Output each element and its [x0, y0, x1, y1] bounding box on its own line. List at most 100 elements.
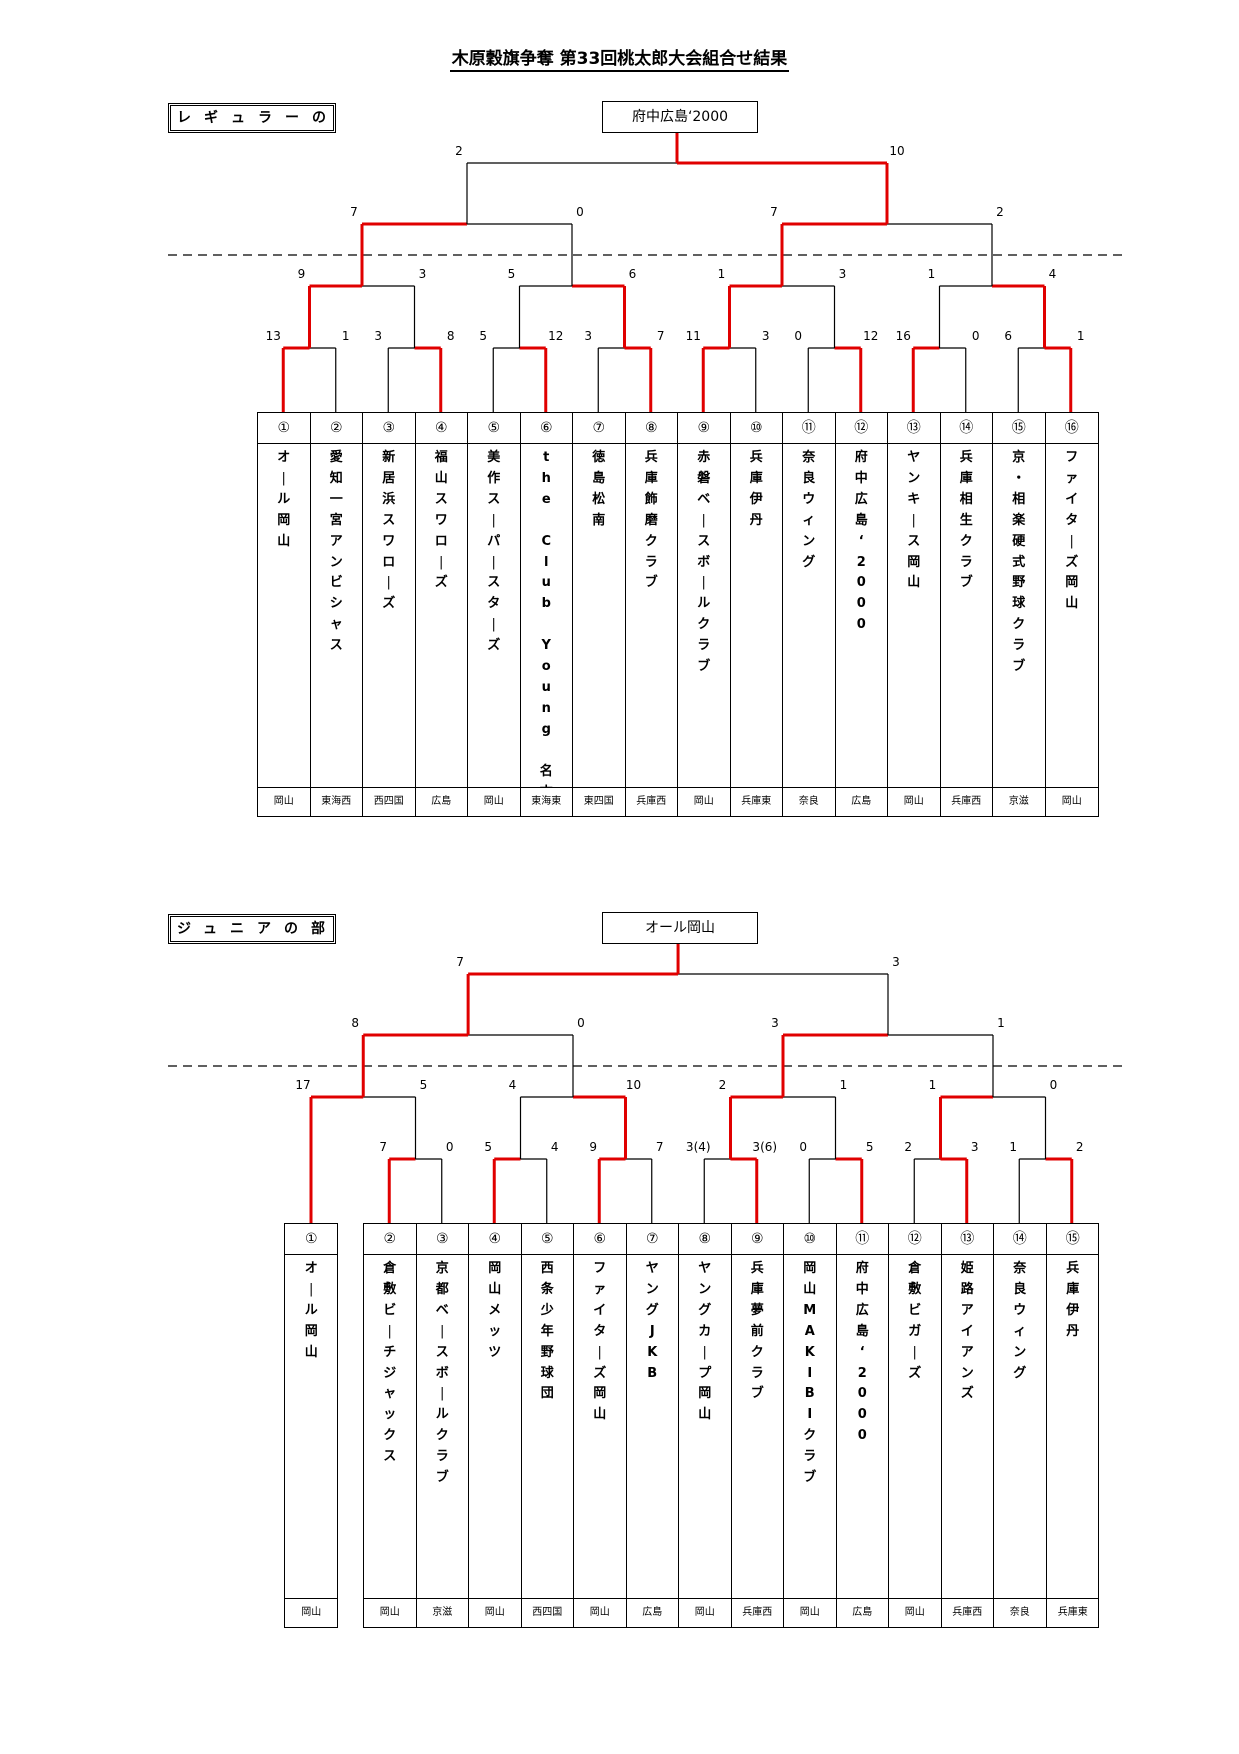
match-score: 10: [889, 144, 905, 158]
match-score: 4: [550, 1140, 559, 1154]
match-score: 2: [455, 144, 463, 158]
team-region: 岡山: [468, 787, 520, 816]
team-name: 西条少年野球団: [540, 1261, 554, 1402]
team-name: 岡山メッツ: [488, 1261, 502, 1360]
team-region: 岡山: [258, 787, 310, 816]
match-score: 3: [771, 1016, 779, 1030]
team-region: 東四国: [573, 787, 625, 816]
match-score: 1: [717, 267, 726, 281]
team-region: 西四国: [521, 1598, 573, 1627]
match-score: 6: [1004, 329, 1013, 343]
team-name: 倉敷ビ|チジャックス: [383, 1261, 397, 1465]
team-name: ファイタ|ズ岡山: [1065, 450, 1079, 612]
team-seed-number: ⑥: [520, 413, 572, 444]
team-column: ② 愛知一宮アンビシャス東海西: [310, 413, 363, 816]
team-seed-number: ②: [310, 413, 362, 444]
team-name: 姫路アイアンズ: [960, 1261, 974, 1402]
team-seed-number: ⑨: [678, 413, 730, 444]
match-score: 5: [865, 1140, 874, 1154]
team-column: ⑦ 徳島松南東四国: [573, 413, 626, 816]
division-label: ジュニアの部: [168, 914, 336, 944]
match-score: 5: [484, 1140, 493, 1154]
team-seed-number: ③: [416, 1224, 468, 1255]
team-region: 岡山: [285, 1598, 338, 1627]
match-score: 3: [892, 955, 900, 969]
match-score: 1: [1076, 329, 1085, 343]
match-score: 3: [970, 1140, 979, 1154]
team-region: 奈良: [994, 1598, 1046, 1627]
match-score: 1: [928, 1078, 937, 1092]
team-name: 兵庫伊丹: [1066, 1261, 1080, 1339]
team-seed-number: ⑩: [784, 1224, 836, 1255]
match-score: 0: [799, 1140, 808, 1154]
team-name: 赤磐ベ|スボ|ルクラブ: [697, 450, 711, 675]
team-name: ヤングカ|プ岡山: [698, 1261, 712, 1423]
bracket-lines: [168, 133, 1128, 412]
team-region: 広島: [415, 787, 467, 816]
team-region: 岡山: [679, 1598, 731, 1627]
team-seed-number: ⑥: [574, 1224, 626, 1255]
team-seed-number: ④: [415, 413, 467, 444]
match-score: 17: [295, 1078, 311, 1092]
team-region: 岡山: [888, 787, 940, 816]
match-score: 0: [576, 205, 584, 219]
team-seed-number: ⑫: [889, 1224, 941, 1255]
team-region: 兵庫西: [625, 787, 677, 816]
match-score: 2: [718, 1078, 727, 1092]
match-score: 12: [863, 329, 879, 343]
team-seed-number: ⑦: [626, 1224, 678, 1255]
match-score: 7: [456, 955, 464, 969]
team-seed-number: ⑮: [993, 413, 1045, 444]
team-seed-number: ⑪: [836, 1224, 888, 1255]
match-score: 3(4): [685, 1140, 711, 1154]
match-score: 7: [655, 1140, 664, 1154]
team-name: 愛知一宮アンビシャス: [329, 450, 343, 654]
team-region: 岡山: [889, 1598, 941, 1627]
match-score: 11: [685, 329, 701, 343]
team-name: 京都ベ|スボ|ルクラブ: [435, 1261, 449, 1486]
match-score: 3(6): [752, 1140, 778, 1154]
team-seed-number: ⑩: [730, 413, 782, 444]
match-score: 4: [1048, 267, 1057, 281]
match-score: 4: [508, 1078, 517, 1092]
match-score: 9: [589, 1140, 598, 1154]
team-region: 兵庫西: [940, 787, 992, 816]
team-region: 広島: [836, 1598, 888, 1627]
team-name: 徳島松南: [592, 450, 606, 528]
match-score: 5: [507, 267, 516, 281]
match-score: 1: [927, 267, 936, 281]
match-score: 7: [656, 329, 665, 343]
team-seed-number: ①: [285, 1224, 338, 1255]
team-region: 岡山: [784, 1598, 836, 1627]
match-score: 5: [419, 1078, 428, 1092]
match-score: 12: [548, 329, 564, 343]
team-region: 広島: [626, 1598, 678, 1627]
match-score: 6: [628, 267, 637, 281]
match-score: 7: [350, 205, 358, 219]
match-score: 3: [584, 329, 593, 343]
team-seed-number: ②: [364, 1224, 416, 1255]
match-score: 8: [446, 329, 455, 343]
team-region: 東海西: [310, 787, 362, 816]
team-region: 奈良: [783, 787, 835, 816]
match-score: 1: [839, 1078, 848, 1092]
team-seed-number: ⑧: [625, 413, 677, 444]
team-seed-number: ⑦: [573, 413, 625, 444]
match-score: 2: [1075, 1140, 1084, 1154]
